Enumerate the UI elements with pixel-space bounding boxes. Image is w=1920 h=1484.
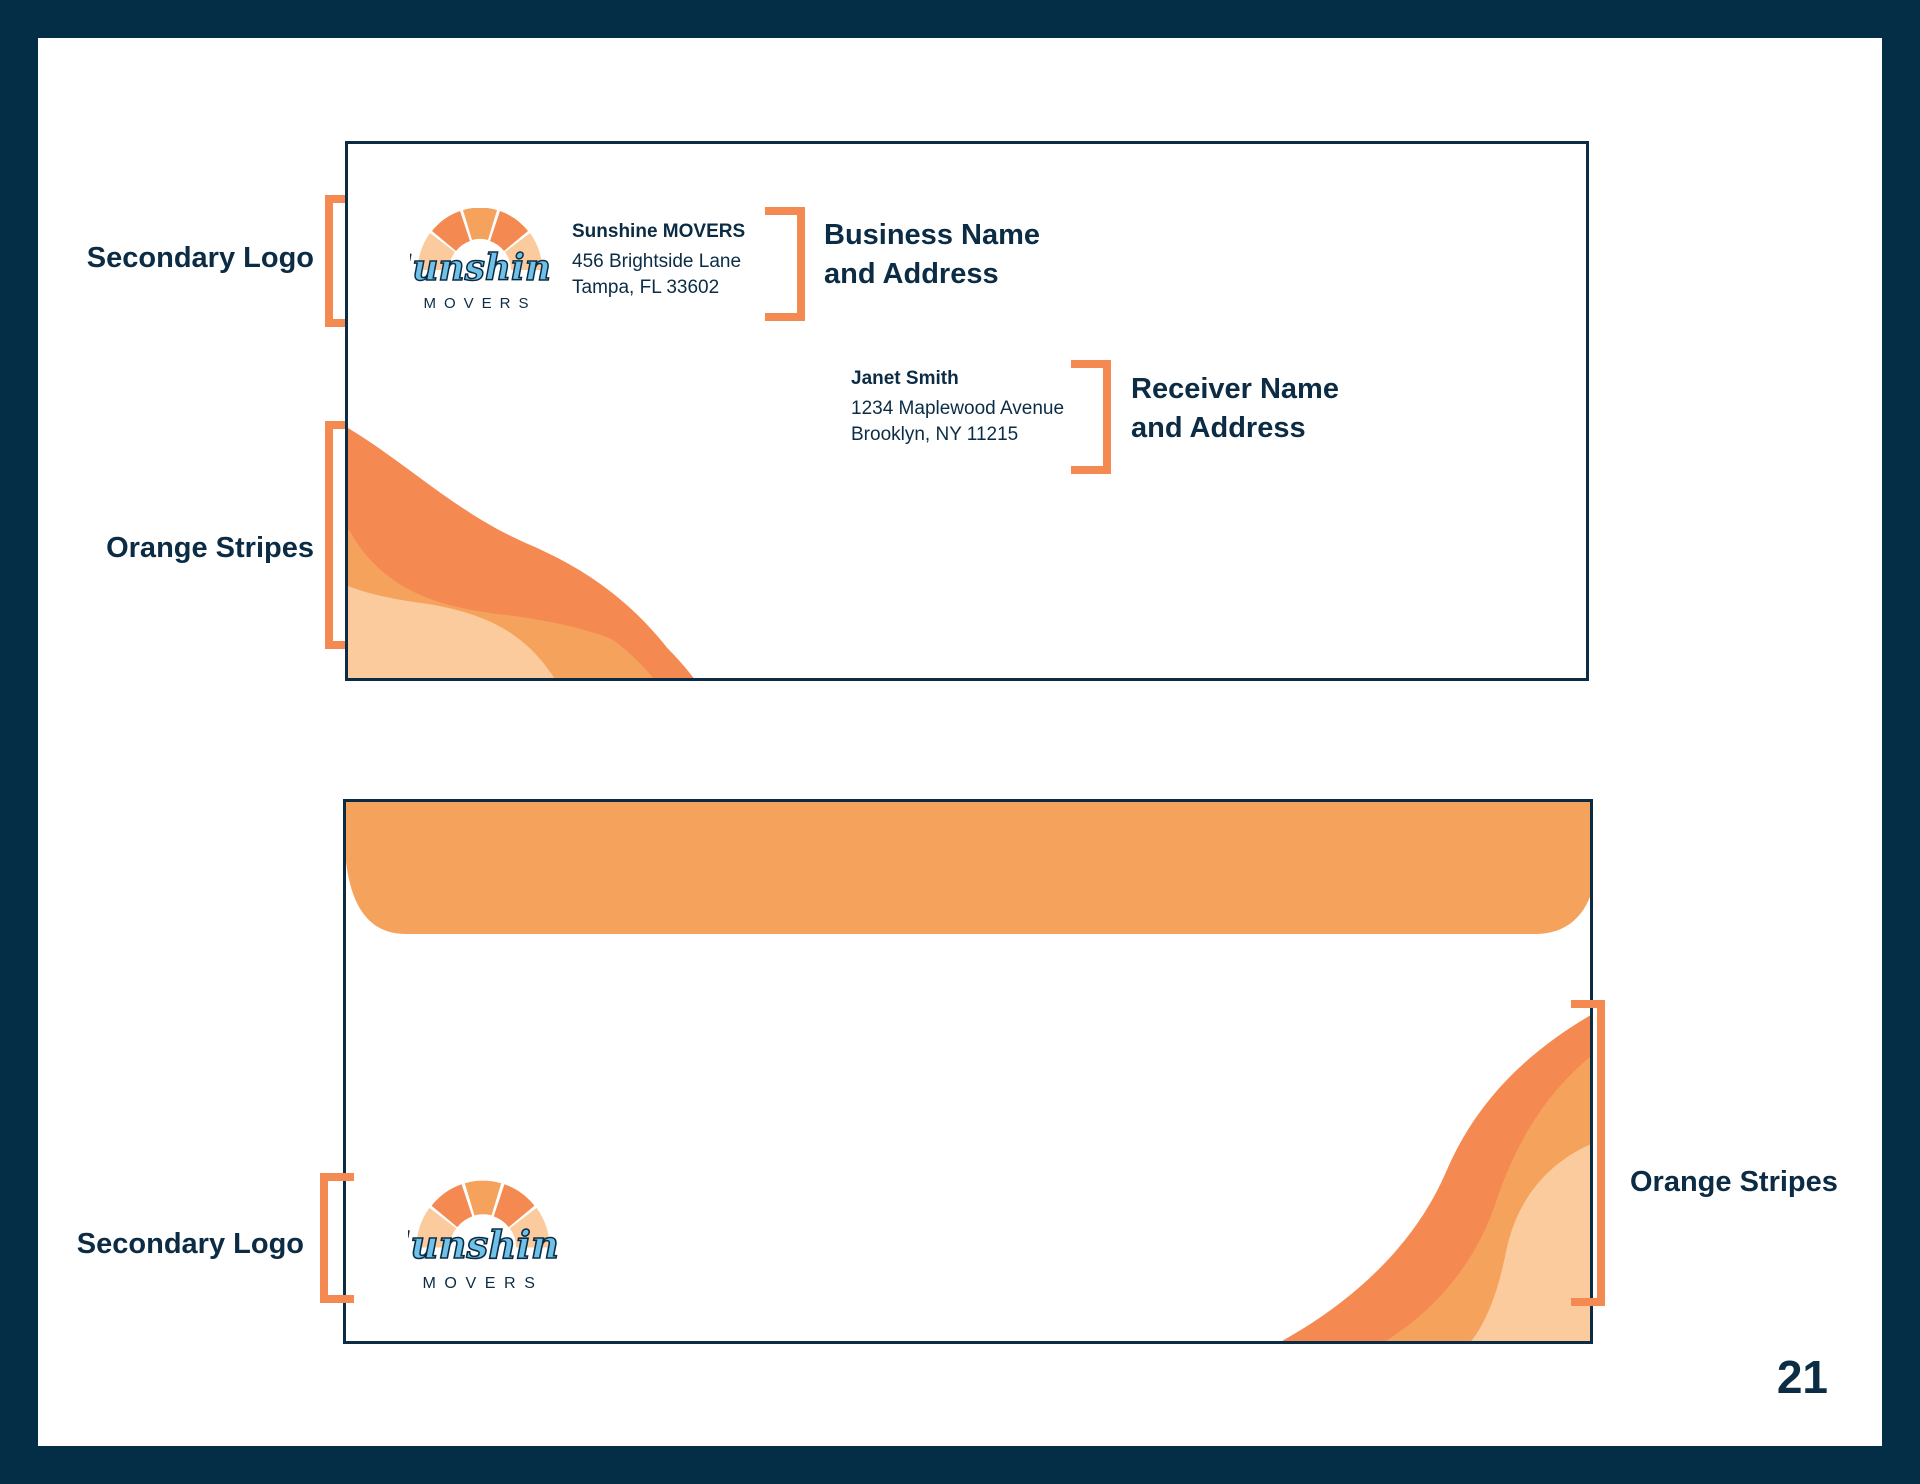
bracket-orange-stripes-back: [1571, 1000, 1605, 1306]
label-receiver-name-address: Receiver Name and Address: [1131, 370, 1339, 448]
svg-text:MOVERS: MOVERS: [423, 295, 536, 312]
receiver-address-block: Janet Smith 1234 Maplewood Avenue Brookl…: [851, 368, 1064, 448]
label-orange-stripes-back: Orange Stripes: [1630, 1166, 1838, 1198]
bracket-secondary-logo-back: [320, 1173, 354, 1303]
svg-text:Sunshine: Sunshine: [408, 1223, 558, 1268]
envelope-flap: [346, 802, 1590, 934]
receiver-name: Janet Smith: [851, 368, 959, 389]
envelope-front: Sunshine MOVERS Sunshine MOVERS 456 Brig…: [345, 141, 1589, 681]
bracket-business-name: [765, 207, 805, 321]
bracket-secondary-logo-front: [325, 195, 359, 327]
receiver-address-line1: 1234 Maplewood Avenue: [851, 398, 1065, 419]
orange-stripes-front-top: [348, 428, 690, 678]
label-business-name-address: Business Name and Address: [824, 216, 1040, 294]
label-orange-stripes-front: Orange Stripes: [106, 532, 314, 564]
sender-address-block: Sunshine MOVERS 456 Brightside Lane Tamp…: [572, 221, 745, 301]
svg-text:MOVERS: MOVERS: [422, 1274, 543, 1292]
label-business-line2: and Address: [824, 258, 999, 290]
label-receiver-line2: and Address: [1131, 412, 1306, 444]
label-receiver-line1: Receiver Name: [1131, 373, 1339, 405]
label-secondary-logo-front: Secondary Logo: [86, 242, 314, 274]
bracket-receiver-name: [1071, 360, 1111, 474]
sunshine-logo-back-icon: Sunshine MOVERS: [408, 1180, 558, 1292]
secondary-logo-back: Sunshine MOVERS: [408, 1180, 558, 1300]
sunshine-logo-icon: Sunshine MOVERS: [410, 208, 550, 312]
page-sheet: Secondary Logo Orange Stripes Sunshine: [38, 38, 1882, 1446]
label-business-line1: Business Name: [824, 219, 1040, 251]
sender-address-line1: 456 Brightside Lane: [572, 251, 742, 272]
receiver-address-line2: Brooklyn, NY 11215: [851, 424, 1019, 445]
svg-text:Sunshine: Sunshine: [410, 247, 550, 289]
sender-name: Sunshine MOVERS: [572, 221, 746, 242]
secondary-logo-front: Sunshine MOVERS: [410, 208, 550, 318]
envelope-back: Sunshine MOVERS: [343, 799, 1593, 1344]
label-secondary-logo-back: Secondary Logo: [76, 1228, 304, 1260]
sender-address-line2: Tampa, FL 33602: [572, 277, 720, 298]
orange-stripes-back: [1281, 1015, 1590, 1341]
page-number: 21: [1776, 1351, 1828, 1403]
bracket-orange-stripes-front: [325, 421, 359, 649]
